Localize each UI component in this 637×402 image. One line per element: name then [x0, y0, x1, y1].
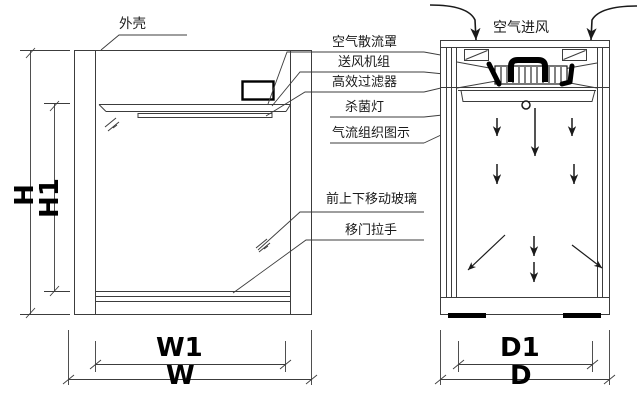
dimension-label-D1: D1	[500, 333, 540, 363]
diagonal-arrow-icon-right	[571, 244, 603, 269]
dimtick-H-bottom	[25, 307, 36, 319]
lamp-circle-icon	[521, 100, 531, 110]
dimension-label-W: W	[166, 361, 195, 391]
leader-hepa	[265, 91, 330, 117]
dimension-lines-depth	[434, 330, 616, 385]
leader-blower	[271, 71, 330, 107]
callout-shell: 外壳	[119, 16, 146, 32]
glass-hatch-icon	[104, 117, 120, 132]
side-intake-slot-right-diag	[563, 50, 586, 60]
fan-bracket-right	[559, 63, 575, 87]
intake-arrows	[429, 4, 637, 41]
glass-hatch-icon-lower	[255, 238, 271, 253]
dimension-lines-width	[62, 330, 318, 385]
side-intake-slot-left-diag	[465, 50, 488, 60]
dimtick-H1-bottom	[49, 285, 60, 297]
dimtick-D-right	[603, 374, 616, 385]
dimtick-H1-top	[49, 100, 60, 112]
leader-shell	[100, 34, 187, 51]
dimtick-H-top	[25, 47, 36, 59]
callout-uv-lamp: 杀菌灯	[345, 100, 385, 115]
callout-air-intake: 空气进风	[493, 20, 549, 36]
dimension-label-H1: H1	[35, 178, 65, 218]
leader-diffuser	[267, 51, 330, 105]
leader-handle	[232, 239, 330, 294]
curved-down-arrow-icon-left	[429, 4, 481, 41]
callout-sliding-door-handle: 移门拉手	[345, 223, 398, 238]
dimtick-W-right	[305, 374, 318, 385]
dimtick-W1-right	[279, 359, 292, 370]
dimtick-W-left	[62, 374, 75, 385]
control-panel-display[interactable]	[241, 80, 275, 101]
side-base-plinth	[440, 297, 610, 315]
dimtick-D1-left	[452, 359, 465, 370]
callout-front-sliding-glass: 前上下移动玻璃	[326, 192, 418, 207]
side-foot-right	[563, 313, 601, 318]
label-underlines	[119, 34, 424, 241]
callout-blower-unit: 送风机组	[338, 55, 391, 70]
side-foot-left	[448, 313, 486, 318]
dimension-label-W1: W1	[156, 333, 203, 363]
front-diffuser-left-bevel	[98, 104, 107, 112]
callout-air-diffuser-cover: 空气散流罩	[332, 35, 398, 50]
front-filter-strip	[137, 113, 273, 118]
callout-airflow-pattern: 气流组织图示	[332, 126, 411, 141]
dimtick-D-left	[434, 374, 447, 385]
front-outer-shell	[74, 50, 312, 315]
front-view-group	[74, 50, 312, 315]
motor-housing-icon	[508, 57, 548, 82]
front-work-chamber	[95, 50, 291, 315]
dimtick-W1-left	[89, 359, 102, 370]
leader-glass	[257, 211, 330, 251]
dimtick-D1-right	[586, 359, 599, 370]
callout-hepa-filter: 高效过滤器	[332, 75, 398, 90]
airflow-arrows	[467, 108, 603, 283]
dimension-label-D: D	[510, 361, 532, 391]
front-diffuser-right-bevel	[285, 104, 291, 112]
curved-down-arrow-icon-right	[586, 5, 637, 41]
blower-fan-unit	[486, 57, 575, 87]
dimension-lines-vertical	[20, 47, 70, 319]
fan-bracket-left	[486, 61, 502, 87]
diagonal-arrow-icon-left	[467, 234, 506, 271]
